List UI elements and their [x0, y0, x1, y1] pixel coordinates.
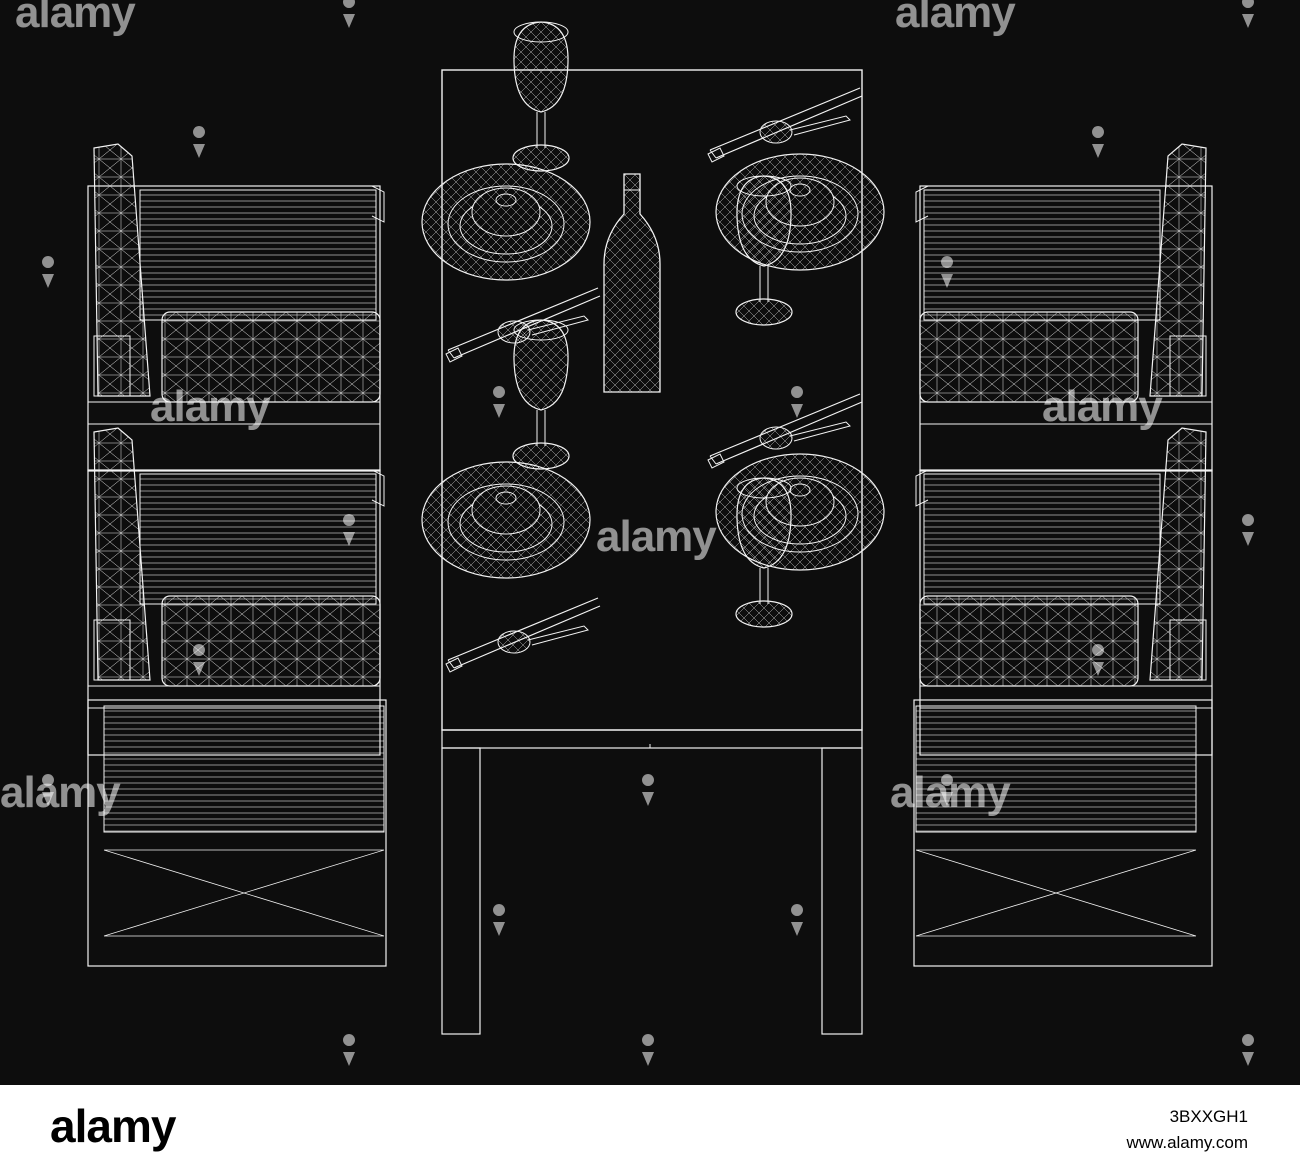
glass-bottom-right: [735, 477, 793, 628]
footer-site-url: www.alamy.com: [1126, 1133, 1248, 1152]
glass-top-right: [735, 175, 793, 326]
dining-table: [441, 69, 863, 1035]
stock-footer: alamy 3BXXGH1 www.alamy.com: [0, 1085, 1300, 1173]
wine-bottle: [603, 173, 661, 393]
footer-image-id: 3BXXGH1: [1169, 1107, 1248, 1126]
glass-top-left: [512, 21, 570, 172]
chair-right-bottom: [913, 427, 1213, 967]
wireframe-illustration: alamy alamy alamy alamy alamy alamy alam…: [0, 0, 1255, 1066]
plate-top-left: [421, 163, 591, 281]
chair-left-top: [87, 143, 385, 472]
chopsticks-spoon-1: [707, 87, 863, 163]
glass-middle-left: [512, 319, 570, 470]
chair-right-top: [915, 143, 1213, 472]
chair-left-bottom: [87, 427, 387, 967]
chopsticks-spoon-4: [445, 597, 601, 673]
plate-bottom-left: [421, 461, 591, 579]
dining-set-wireframe: [42, 0, 1255, 1066]
watermark-pins: [42, 0, 1255, 1066]
footer-logo: alamy: [50, 1100, 176, 1152]
